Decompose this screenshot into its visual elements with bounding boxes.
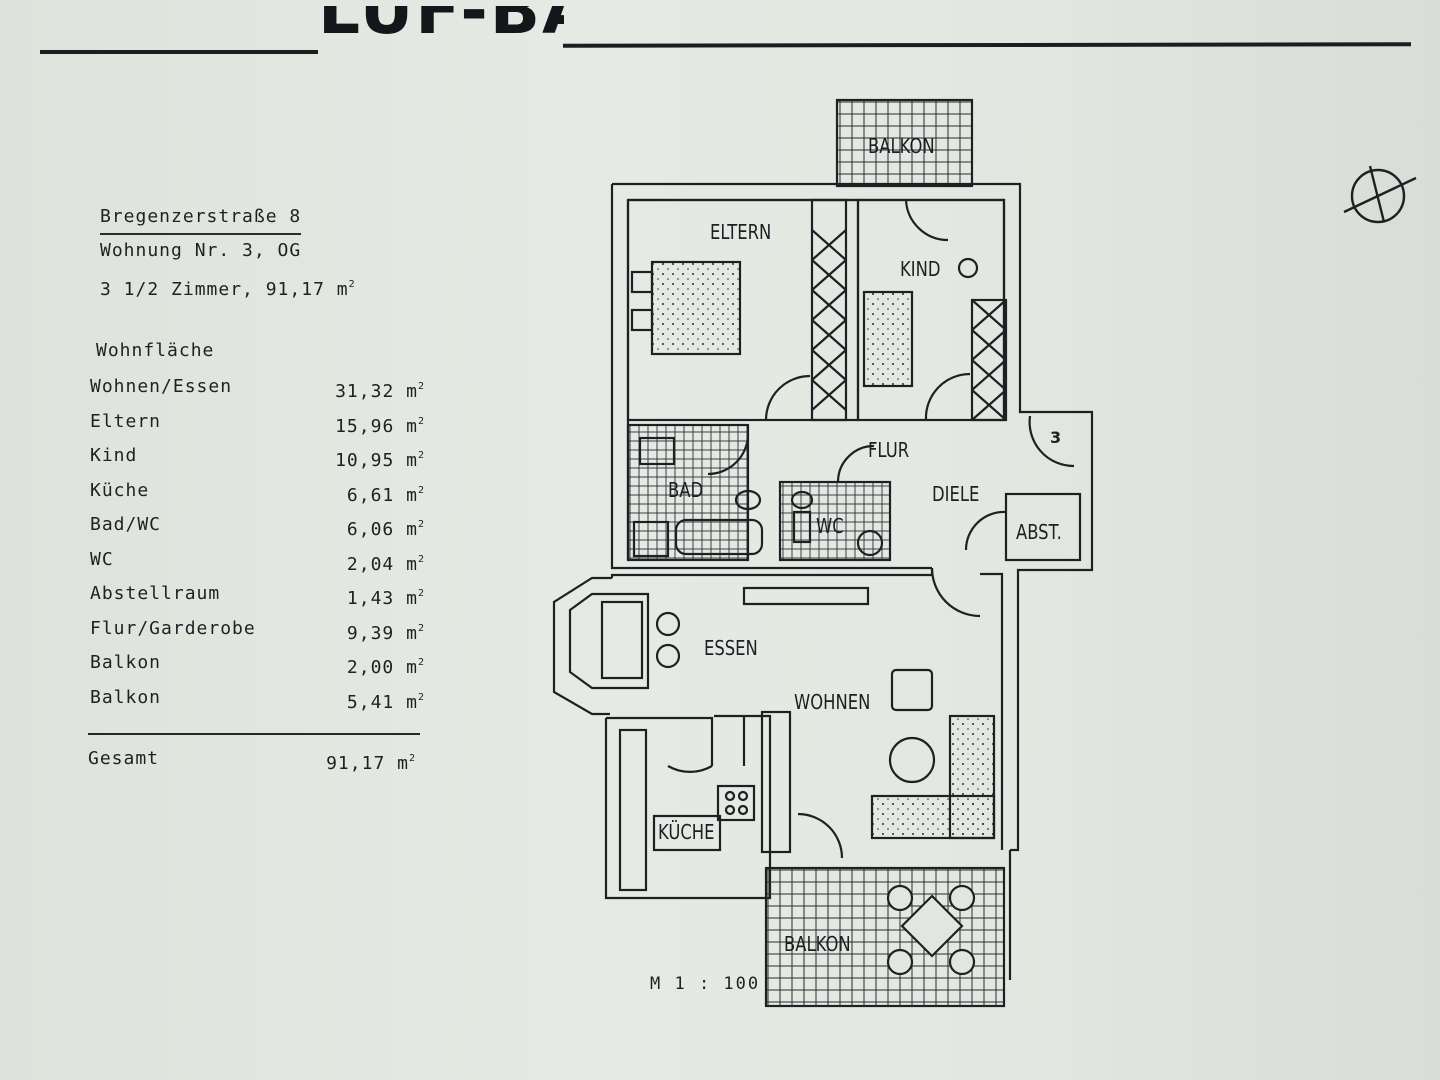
area-value: 6,06 m2: [346, 519, 425, 540]
area-value: 2,00 m2: [346, 657, 425, 678]
area-value: 31,32 m2: [335, 381, 425, 402]
room-abst: ABST.: [1016, 520, 1062, 544]
area-row: Kind 10,95 m2: [90, 439, 425, 474]
area-label: Wohnen/Essen: [90, 376, 233, 397]
area-row: Balkon 2,00 m2: [90, 646, 425, 681]
north-compass-icon: [1343, 165, 1417, 224]
area-value: 5,41 m2: [346, 691, 425, 713]
room-kind: KIND: [900, 257, 941, 281]
area-row: Abstellraum 1,43 m2: [90, 577, 425, 612]
room-wc: WC: [816, 514, 844, 538]
area-row: Wohnen/Essen 31,32 m2: [90, 370, 425, 405]
company-logo: LUF-BAU: [318, 6, 564, 49]
header-rule-left: [40, 50, 318, 54]
room-bad: BAD: [668, 478, 704, 502]
street: Bregenzerstraße 8: [100, 203, 302, 235]
scale-label: M 1 : 100: [650, 974, 761, 994]
area-label: Kind: [90, 445, 138, 466]
room-diele: DIELE: [932, 482, 980, 506]
area-label: Balkon: [90, 686, 162, 708]
header-rule-right: [562, 42, 1412, 48]
room-eltern: ELTERN: [710, 220, 772, 244]
area-value: 9,39 m2: [346, 622, 425, 644]
room-balkon-top: BALKON: [868, 134, 935, 158]
floor-plan: BALKON ELTERN KIND FLUR BAD WC DIELE ABS…: [540, 90, 1100, 1030]
total-label: Gesamt: [88, 748, 160, 769]
area-label: Bad/WC: [90, 514, 162, 535]
rooms-line: 3 1/2 Zimmer, 91,17 m2: [100, 279, 356, 300]
room-flur: FLUR: [868, 438, 910, 462]
room-essen: ESSEN: [704, 636, 758, 660]
area-label: Balkon: [90, 652, 162, 673]
area-row: Küche 6,61 m2: [90, 474, 425, 509]
area-value: 15,96 m2: [335, 415, 425, 437]
area-label: WC: [90, 548, 114, 570]
area-label: Küche: [90, 479, 150, 501]
area-total-rule: [88, 733, 420, 735]
entry-number: 3: [1050, 428, 1062, 447]
area-value: 2,04 m2: [346, 553, 425, 575]
area-label: Abstellraum: [90, 583, 221, 604]
area-row: Bad/WC 6,06 m2: [90, 508, 425, 543]
room-balkon-bottom: BALKON: [784, 932, 851, 956]
room-wohnen: WOHNEN: [794, 690, 871, 714]
room-kueche: KÜCHE: [658, 820, 715, 844]
address-block: Bregenzerstraße 8 Wohnung Nr. 3, OG 3 1/…: [100, 203, 356, 305]
area-row: Flur/Garderobe 9,39 m2: [90, 612, 425, 647]
area-label: Eltern: [90, 410, 162, 432]
area-row: Balkon 5,41 m2: [90, 681, 425, 716]
area-label: Flur/Garderobe: [90, 617, 256, 639]
area-value: 1,43 m2: [346, 588, 425, 609]
balcony-top-tiles: [835, 98, 974, 188]
unit-line: Wohnung Nr. 3, OG: [100, 240, 302, 261]
total-value: 91,17 m2: [326, 753, 416, 774]
area-heading: Wohnfläche: [96, 340, 215, 361]
floor-plan-drawing: [552, 98, 1094, 1008]
area-value: 10,95 m2: [335, 450, 425, 471]
area-row: WC 2,04 m2: [90, 543, 425, 578]
area-total-row: Gesamt 91,17 m2: [88, 744, 420, 774]
area-table: Wohnen/Essen 31,32 m2 Eltern 15,96 m2 Kind 10…: [90, 370, 425, 715]
area-value: 6,61 m2: [346, 484, 425, 506]
area-row: Eltern 15,96 m2: [90, 405, 425, 440]
